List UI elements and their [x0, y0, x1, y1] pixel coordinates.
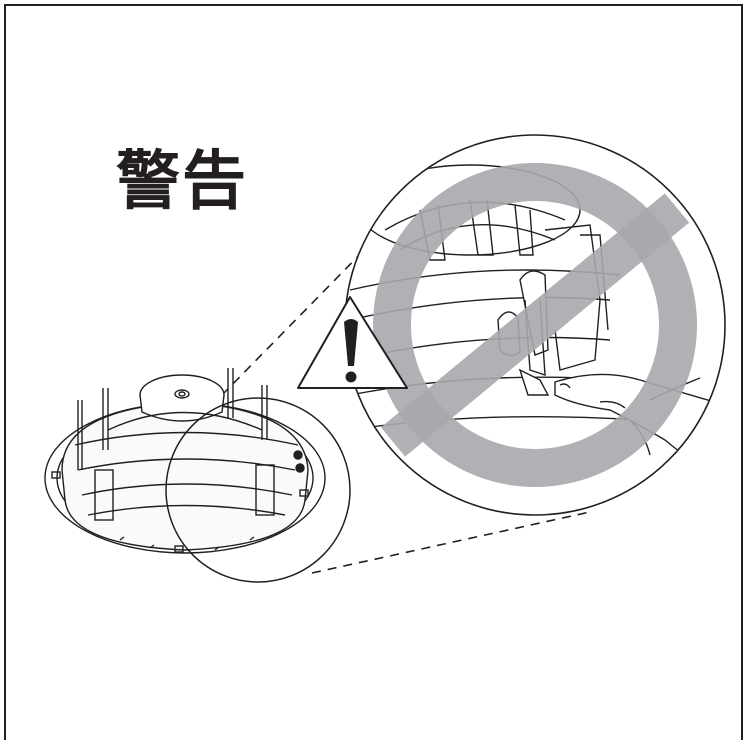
ceiling-speaker [44, 368, 326, 554]
leader-lines [221, 235, 591, 574]
warning-triangle-icon [297, 296, 408, 389]
prohibition-sign-icon [373, 163, 697, 487]
warning-title: 警告 [116, 145, 248, 219]
zoom-indicator-circle [165, 397, 351, 583]
